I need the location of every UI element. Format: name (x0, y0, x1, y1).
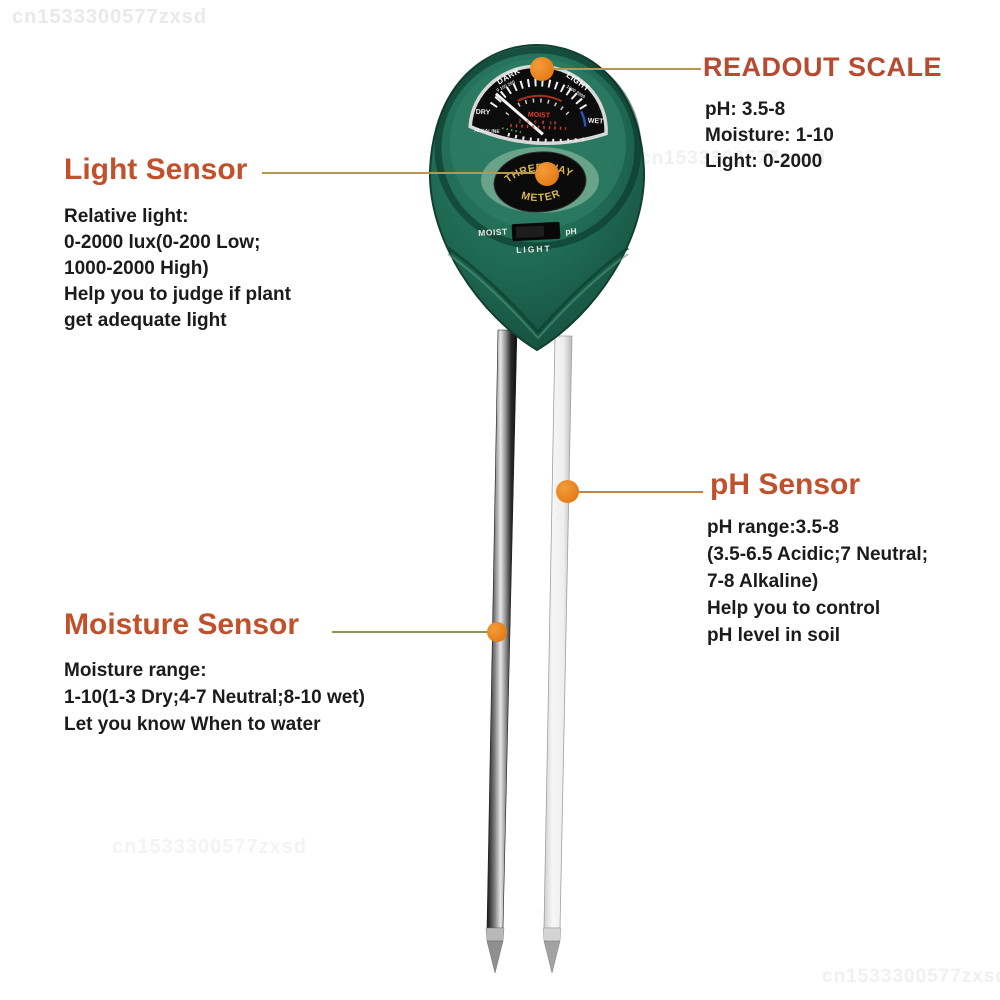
detail-line: pH level in soil (707, 625, 841, 646)
watermark: cn1533300577zxsd (822, 966, 1000, 987)
probe-tip (486, 940, 504, 974)
detail-line: pH: 3.5-8 (705, 99, 786, 120)
detail-line: Relative light: (64, 206, 189, 227)
detail-line: get adequate light (64, 310, 227, 331)
callout-dot-readout (530, 57, 554, 81)
callout-dot-ph (556, 480, 579, 503)
callout-dot-moisture (487, 622, 507, 642)
light-sensor-details: Relative light: 0-2000 lux(0-200 Low; 10… (64, 204, 291, 334)
watermark: cn1533300577zxsd (112, 836, 308, 858)
watermark: cn1533300577zxsd (12, 6, 208, 28)
detail-line: Help you to control (707, 598, 881, 619)
gauge-wet-label: WET (588, 118, 605, 126)
ph-sensor-heading: pH Sensor (710, 468, 861, 501)
detail-line: (3.5-6.5 Acidic;7 Neutral; (707, 544, 929, 565)
needle-icon (494, 92, 544, 136)
ph-probe (542, 335, 573, 974)
detail-line: Light: 0-2000 (705, 151, 823, 172)
svg-text:METER: METER (519, 187, 563, 206)
gauge-face: DARK 0 100 200 LIGHT 1000 2000 DRY WET M… (468, 64, 608, 146)
brand-bottom-text: METER (519, 187, 563, 206)
detail-line: 0-2000 lux(0-200 Low; (64, 232, 261, 253)
switch-ph-label: pH (565, 226, 577, 237)
detail-line: 7-8 Alkaline) (707, 571, 819, 592)
detail-line: Moisture range: (64, 660, 207, 681)
moisture-sensor-details: Moisture range: 1-10(1-3 Dry;4-7 Neutral… (64, 657, 365, 738)
body-ring (434, 46, 642, 250)
gauge-moist-scale: 2 4 6 8 10 (518, 119, 558, 126)
detail-line: 1000-2000 High) (64, 258, 209, 279)
mode-switch-area: MOIST pH LIGHT (478, 221, 577, 255)
readout-scale-heading: READOUT SCALE (703, 52, 943, 82)
tick-marks (489, 78, 589, 113)
probe-tip (543, 940, 561, 974)
light-sensor-heading: Light Sensor (64, 153, 248, 186)
watermark: cn1533300577zxsd (640, 148, 827, 169)
switch-light-label: LIGHT (516, 243, 552, 255)
callout-line-light (262, 172, 548, 174)
detail-line: Help you to judge if plant (64, 284, 291, 305)
callout-line-moisture (332, 631, 498, 633)
callout-line-ph (577, 491, 703, 493)
moisture-sensor-heading: Moisture Sensor (64, 608, 300, 641)
readout-scale-details: pH: 3.5-8 Moisture: 1-10 Light: 0-2000 (705, 97, 834, 175)
gauge-alkaline-label: ALKALINE (474, 128, 500, 135)
callout-dot-light (535, 162, 559, 186)
ph-sensor-details: pH range:3.5-8 (3.5-6.5 Acidic;7 Neutral… (707, 514, 928, 649)
callout-line-readout (553, 68, 701, 70)
detail-line: Let you know When to water (64, 714, 321, 735)
gauge-moist-label: MOIST (528, 111, 551, 119)
detail-line: pH range:3.5-8 (707, 517, 839, 538)
body-seam (447, 246, 629, 335)
switch-moist-label: MOIST (478, 226, 508, 238)
detail-line: 1-10(1-3 Dry;4-7 Neutral;8-10 wet) (64, 687, 365, 708)
moisture-probe (485, 329, 518, 974)
detail-line: Moisture: 1-10 (705, 125, 834, 146)
gauge-dry-label: DRY (476, 109, 491, 117)
blue-scale-arc (580, 110, 587, 127)
